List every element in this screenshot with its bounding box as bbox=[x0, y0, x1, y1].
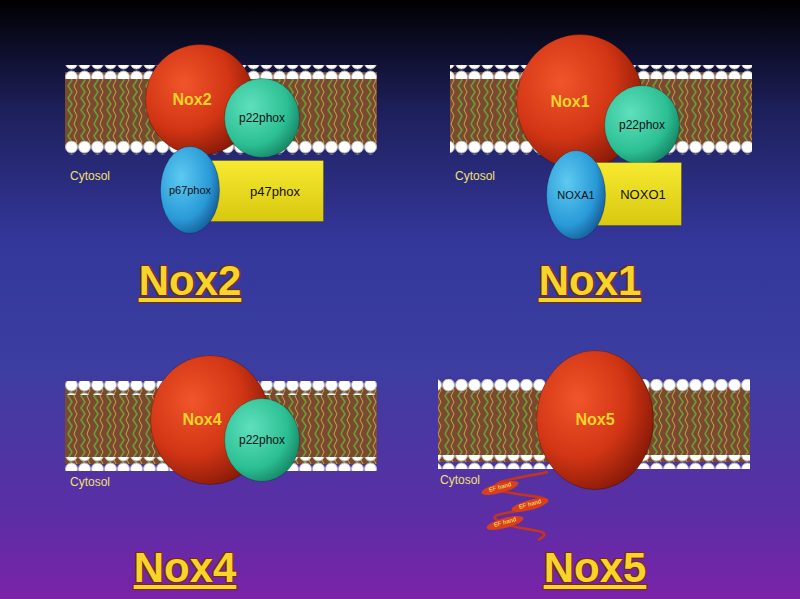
shape-outline bbox=[183, 161, 324, 222]
p22phox-subunit: p22phox bbox=[224, 78, 300, 158]
text-holder: p22phox bbox=[604, 85, 680, 165]
panel-title: Nox4 bbox=[134, 545, 237, 591]
panel-title: Nox1 bbox=[539, 258, 642, 304]
ef-hand-label: EF hand bbox=[488, 481, 512, 493]
ef-hand-label: EF hand bbox=[518, 498, 542, 510]
protein-name: p22phox bbox=[239, 111, 285, 125]
p22phox-subunit: p22phox bbox=[604, 85, 680, 165]
protein-name: NOXA1 bbox=[557, 189, 594, 201]
text-holder: Nox5 bbox=[536, 350, 654, 490]
cytosol-label: Cytosol bbox=[70, 170, 110, 183]
protein-name: Nox4 bbox=[182, 411, 221, 429]
panel-title: Nox5 bbox=[544, 545, 647, 591]
shape-outline bbox=[225, 399, 300, 482]
p22phox-subunit: p22phox bbox=[224, 398, 300, 482]
nox-protein: Nox5 bbox=[536, 350, 654, 490]
shape-outline bbox=[225, 79, 300, 158]
protein-name: p22phox bbox=[619, 118, 665, 132]
activator-subunit: p67phox bbox=[160, 146, 220, 234]
ef-hand-label: EF hand bbox=[493, 516, 517, 528]
activator-subunit: NOXA1 bbox=[546, 150, 606, 240]
shape-outline bbox=[547, 151, 606, 240]
protein-name: Nox5 bbox=[575, 411, 614, 429]
cytosol-label: Cytosol bbox=[70, 476, 110, 489]
text-holder: p22phox bbox=[224, 78, 300, 158]
cytosol-label: Cytosol bbox=[455, 170, 495, 183]
protein-name: p22phox bbox=[239, 433, 285, 447]
text-holder: NOXA1 bbox=[546, 150, 606, 240]
protein-name: NOXO1 bbox=[620, 187, 666, 202]
text-holder: p22phox bbox=[224, 398, 300, 482]
protein-name: Nox2 bbox=[172, 91, 211, 109]
protein-name: p47phox bbox=[250, 184, 300, 199]
shape-outline bbox=[161, 147, 220, 234]
shape-outline bbox=[605, 86, 680, 165]
protein-name: Nox1 bbox=[550, 93, 589, 111]
protein-name: p67phox bbox=[169, 184, 211, 196]
cytosol-label: Cytosol bbox=[440, 474, 480, 487]
ef-hand-tail bbox=[480, 472, 549, 540]
text-holder: p67phox bbox=[160, 146, 220, 234]
shape-outline bbox=[537, 351, 654, 490]
shape-outline bbox=[561, 163, 682, 226]
panel-title: Nox2 bbox=[139, 258, 242, 304]
